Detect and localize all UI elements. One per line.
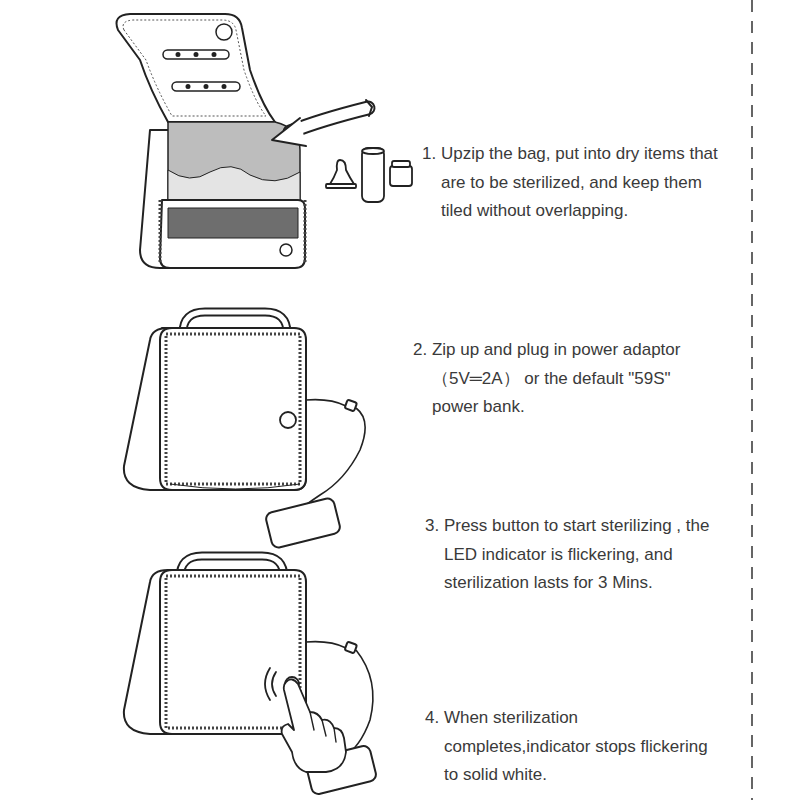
- closed-bag: [280, 412, 296, 428]
- closed-bag: [160, 328, 306, 490]
- sterilize-items: [326, 148, 412, 202]
- closed-bag: [124, 328, 306, 490]
- insert-arrow: [272, 100, 372, 146]
- divider-line: [751, 0, 753, 800]
- press-bag: [345, 642, 357, 654]
- step-instruction: 3. Press button to start sterilizing , t…: [425, 512, 725, 598]
- closed-bag: [306, 400, 346, 406]
- open-bag: [123, 20, 266, 116]
- sterilize-items: [362, 148, 384, 202]
- open-bag: [163, 50, 229, 59]
- open-bag: [117, 14, 276, 122]
- sterilize-items: [326, 184, 356, 188]
- open-bag: [160, 200, 305, 268]
- press-bag: [124, 556, 378, 795]
- insert-arrow: [366, 100, 372, 116]
- open-bag: [213, 53, 216, 56]
- insert-arrow: [272, 118, 306, 146]
- open-bag: [216, 24, 232, 40]
- press-bag: [124, 570, 306, 734]
- open-bag: [160, 200, 305, 262]
- closed-bag: [265, 497, 342, 549]
- press-bag: [306, 642, 346, 648]
- divider-line: [752, 0, 753, 800]
- step-instruction: 1. Upzip the bag, put into dry items tha…: [422, 140, 722, 226]
- closed-bag: [345, 400, 357, 412]
- step-instruction: 2. Zip up and plug in power adaptor（5V═2…: [413, 336, 713, 422]
- open-bag: [172, 82, 240, 91]
- open-bag: [280, 244, 292, 256]
- sterilize-items: [330, 160, 354, 184]
- open-bag: [177, 53, 180, 56]
- open-bag: [195, 53, 198, 56]
- pressing-hand: [272, 672, 276, 696]
- sterilize-items: [390, 166, 412, 186]
- open-bag: [117, 14, 306, 268]
- open-bag: [205, 85, 208, 88]
- press-bag: [342, 650, 373, 758]
- pressing-hand: [265, 668, 346, 772]
- pressing-hand: [282, 679, 346, 772]
- closed-bag: [124, 312, 365, 549]
- open-bag: [223, 85, 226, 88]
- sterilize-items: [362, 148, 384, 154]
- closed-bag: [170, 484, 300, 489]
- open-bag: [187, 85, 190, 88]
- pressing-hand: [265, 668, 270, 700]
- closed-bag: [300, 408, 365, 510]
- press-bag: [160, 570, 306, 734]
- press-bag: [166, 576, 300, 728]
- pressing-hand: [310, 712, 336, 742]
- sterilize-items: [392, 161, 410, 167]
- open-bag: [168, 208, 298, 238]
- closed-bag: [166, 334, 300, 484]
- step-instruction: 4. When sterilization completes,indicato…: [425, 704, 725, 790]
